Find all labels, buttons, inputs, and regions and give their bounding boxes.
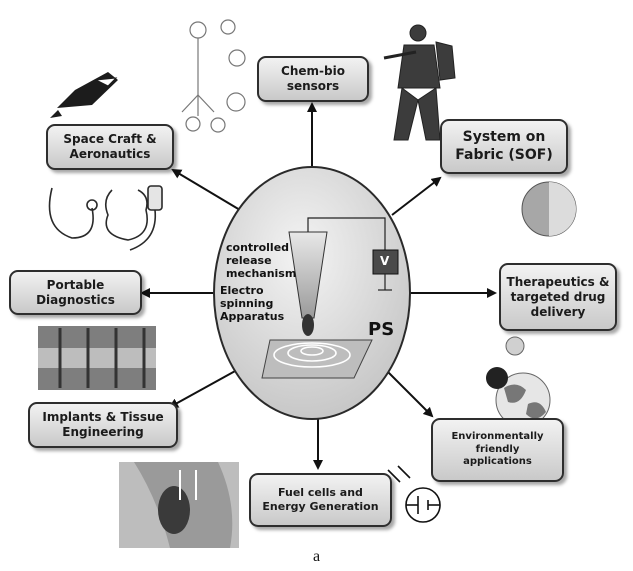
hub-label-controlled-release: controlled release mechanism <box>226 241 297 280</box>
illustration-soldier <box>383 24 456 141</box>
syringe-cone <box>288 231 328 319</box>
illustration-earth-globe <box>486 336 551 428</box>
central-hub <box>213 166 411 420</box>
arrow-environmental <box>387 371 434 418</box>
box-implants-tissue-engineering: Implants & Tissue Engineering <box>28 402 178 448</box>
box-portable-diagnostics: Portable Diagnostics <box>9 270 142 315</box>
arrow-implants <box>168 369 238 408</box>
spinning-droplet <box>302 314 314 336</box>
fiber-ring-3 <box>300 346 324 356</box>
fiber-ring-1 <box>273 342 351 368</box>
illustration-cell-membrane <box>38 326 156 390</box>
figure-caption: a <box>312 548 321 565</box>
illustration-viruses <box>181 19 246 133</box>
hub-label-electrospinning: Electro spinning Apparatus <box>220 284 285 323</box>
illustration-battery-symbol <box>387 465 441 523</box>
box-therapeutics-drug-delivery: Therapeutics & targeted drug delivery <box>499 263 617 331</box>
box-system-on-fabric: System on Fabric (SOF) <box>440 119 568 174</box>
illustration-fabric-sphere <box>521 181 577 237</box>
arrow-spacecraft <box>171 168 241 211</box>
wire <box>307 217 386 250</box>
electrospinning-apparatus-illustration <box>261 217 399 379</box>
illustration-medical-devices <box>48 185 163 251</box>
box-fuel-cells-energy: Fuel cells and Energy Generation <box>249 473 392 527</box>
illustration-space-shuttle <box>50 72 118 118</box>
illustration-implant-tissue <box>119 462 239 548</box>
box-spacecraft-aeronautics: Space Craft & Aeronautics <box>46 124 174 170</box>
box-chem-bio-sensors: Chem-bio sensors <box>257 56 369 102</box>
box-environmentally-friendly: Environmentally friendly applications <box>431 418 564 482</box>
voltage-label: V <box>380 254 390 268</box>
power-supply-label: PS <box>368 319 395 340</box>
fiber-ring-2 <box>287 344 337 362</box>
connector-arrows <box>140 102 497 470</box>
arrow-sof <box>391 176 442 216</box>
